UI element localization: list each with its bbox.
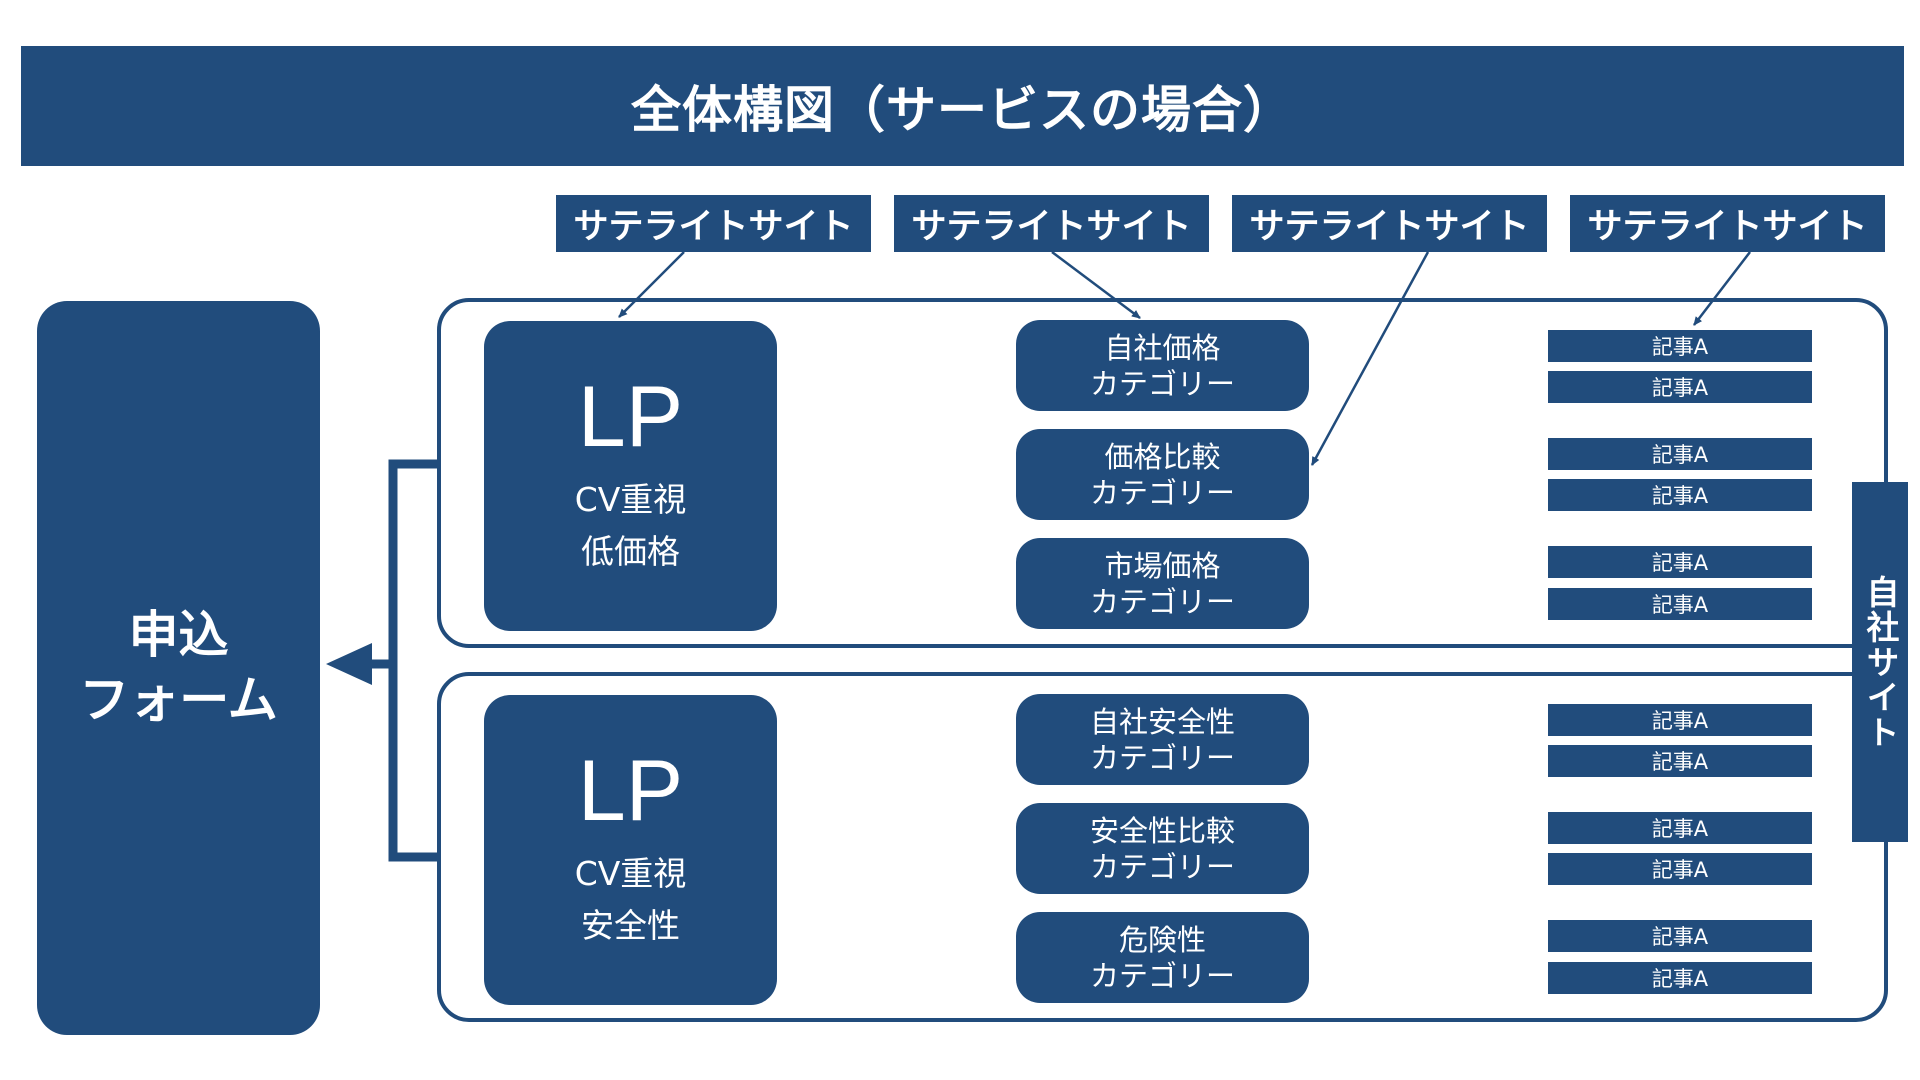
article-bar: 記事A: [1548, 546, 1812, 578]
article-bar: 記事A: [1548, 330, 1812, 362]
group-container-price: [437, 298, 1888, 648]
diagram-title-bar: 全体構図（サービスの場合）: [21, 46, 1904, 166]
article-bar: 記事A: [1548, 853, 1812, 885]
category-line1: 価格比較: [1104, 439, 1221, 474]
bracket-connector: [388, 459, 437, 862]
lp-line1: CV重視: [574, 480, 687, 519]
category-box: 自社価格 カテゴリー: [1016, 320, 1309, 411]
article-label: 記事A: [1651, 593, 1709, 617]
category-line2: カテゴリー: [1089, 366, 1235, 401]
article-label: 記事A: [1651, 858, 1709, 882]
category-line1: 危険性: [1118, 922, 1206, 957]
article-label: 記事A: [1651, 376, 1709, 400]
satellite-site-label: サテライトサイト: [911, 207, 1192, 247]
category-line2: カテゴリー: [1089, 475, 1235, 510]
category-line1: 自社価格: [1104, 330, 1221, 365]
article-bar: 記事A: [1548, 588, 1812, 620]
category-box: 市場価格 カテゴリー: [1016, 538, 1309, 629]
form-label-line2: フォーム: [79, 671, 278, 729]
article-label: 記事A: [1651, 484, 1709, 508]
category-line2: カテゴリー: [1089, 958, 1235, 993]
article-bar: 記事A: [1548, 962, 1812, 994]
article-bar: 記事A: [1548, 920, 1812, 952]
diagram-title: 全体構図（サービスの場合）: [631, 81, 1294, 139]
article-label: 記事A: [1651, 709, 1709, 733]
group-container-safety: [437, 672, 1888, 1022]
satellite-site-box-1: サテライトサイト: [556, 195, 871, 252]
article-bar: 記事A: [1548, 479, 1812, 511]
article-bar: 記事A: [1548, 704, 1812, 736]
satellite-site-box-2: サテライトサイト: [894, 195, 1209, 252]
article-label: 記事A: [1651, 335, 1709, 359]
form-label-line1: 申込: [128, 606, 229, 664]
article-label: 記事A: [1651, 443, 1709, 467]
lp-box-safety: LP CV重視 安全性: [484, 695, 777, 1005]
arrow-to-form-icon: [326, 643, 372, 685]
satellite-site-label: サテライトサイト: [1587, 207, 1868, 247]
lp-line2: 低価格: [581, 532, 680, 571]
category-box: 自社安全性 カテゴリー: [1016, 694, 1309, 785]
article-label: 記事A: [1651, 967, 1709, 991]
application-form-box: 申込 フォーム: [37, 301, 320, 1035]
satellite-site-box-4: サテライトサイト: [1570, 195, 1885, 252]
lp-box-price: LP CV重視 低価格: [484, 321, 777, 631]
article-bar: 記事A: [1548, 371, 1812, 403]
lp-title: LP: [577, 743, 684, 839]
article-label: 記事A: [1651, 551, 1709, 575]
own-site-label: 自社サイト: [1861, 574, 1900, 750]
own-site-label-box: 自社サイト: [1852, 482, 1908, 842]
category-box: 安全性比較 カテゴリー: [1016, 803, 1309, 894]
article-bar: 記事A: [1548, 812, 1812, 844]
category-line2: カテゴリー: [1089, 584, 1235, 619]
satellite-site-box-3: サテライトサイト: [1232, 195, 1547, 252]
category-box: 価格比較 カテゴリー: [1016, 429, 1309, 520]
category-line2: カテゴリー: [1089, 740, 1235, 775]
lp-line1: CV重視: [574, 854, 687, 893]
article-label: 記事A: [1651, 817, 1709, 841]
category-line1: 自社安全性: [1089, 704, 1235, 739]
category-line1: 安全性比較: [1089, 813, 1235, 848]
category-line2: カテゴリー: [1089, 849, 1235, 884]
article-bar: 記事A: [1548, 745, 1812, 777]
article-label: 記事A: [1651, 925, 1709, 949]
satellite-site-label: サテライトサイト: [1249, 207, 1530, 247]
lp-line2: 安全性: [581, 906, 680, 945]
article-label: 記事A: [1651, 750, 1709, 774]
category-line1: 市場価格: [1104, 548, 1221, 583]
category-box: 危険性 カテゴリー: [1016, 912, 1309, 1003]
satellite-site-label: サテライトサイト: [573, 207, 854, 247]
article-bar: 記事A: [1548, 438, 1812, 470]
lp-title: LP: [577, 369, 684, 465]
